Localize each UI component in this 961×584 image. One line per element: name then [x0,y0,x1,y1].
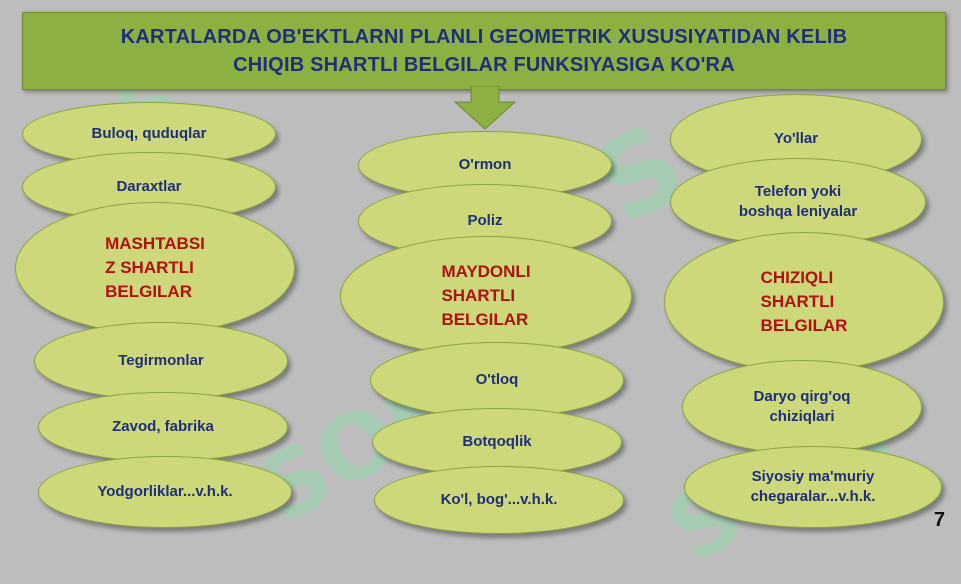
title-banner: KARTALARDA OB'EKTLARNI PLANLI GEOMETRIK … [22,12,946,90]
right-item-political-borders: Siyosiy ma'muriy chegaralar...v.h.k. [684,446,942,528]
left-item-monuments: Yodgorliklar...v.h.k. [38,456,292,528]
center-main-area-symbols: MAYDONLI SHARTLI BELGILAR [340,236,632,356]
right-item-phone-lines: Telefon yoki boshqa leniyalar [670,158,926,246]
left-item-trees: Daraxtlar [22,152,276,222]
down-arrow-icon [453,86,517,130]
center-item-swamp: Botqoqlik [372,408,622,476]
center-item-meadow: O'tloq [370,342,624,418]
left-item-mills: Tegirmonlar [34,322,288,400]
left-item-factories: Zavod, fabrika [38,392,288,462]
title-line-1: KARTALARDA OB'EKTLARNI PLANLI GEOMETRIK … [120,26,848,48]
center-item-lake-garden: Ko'l, bog'...v.h.k. [374,466,624,534]
title-line-2: CHIQIB SHARTLI BELGILAR FUNKSIYASIGA KO'… [233,54,735,76]
page-number: 7 [933,509,945,531]
right-item-river-banks: Daryo qirg'oq chiziqlari [682,360,922,454]
right-main-line-symbols: CHIZIQLI SHARTLI BELGILAR [664,232,944,372]
left-main-scale-symbols: MASHTABSI Z SHARTLI BELGILAR [15,202,295,334]
